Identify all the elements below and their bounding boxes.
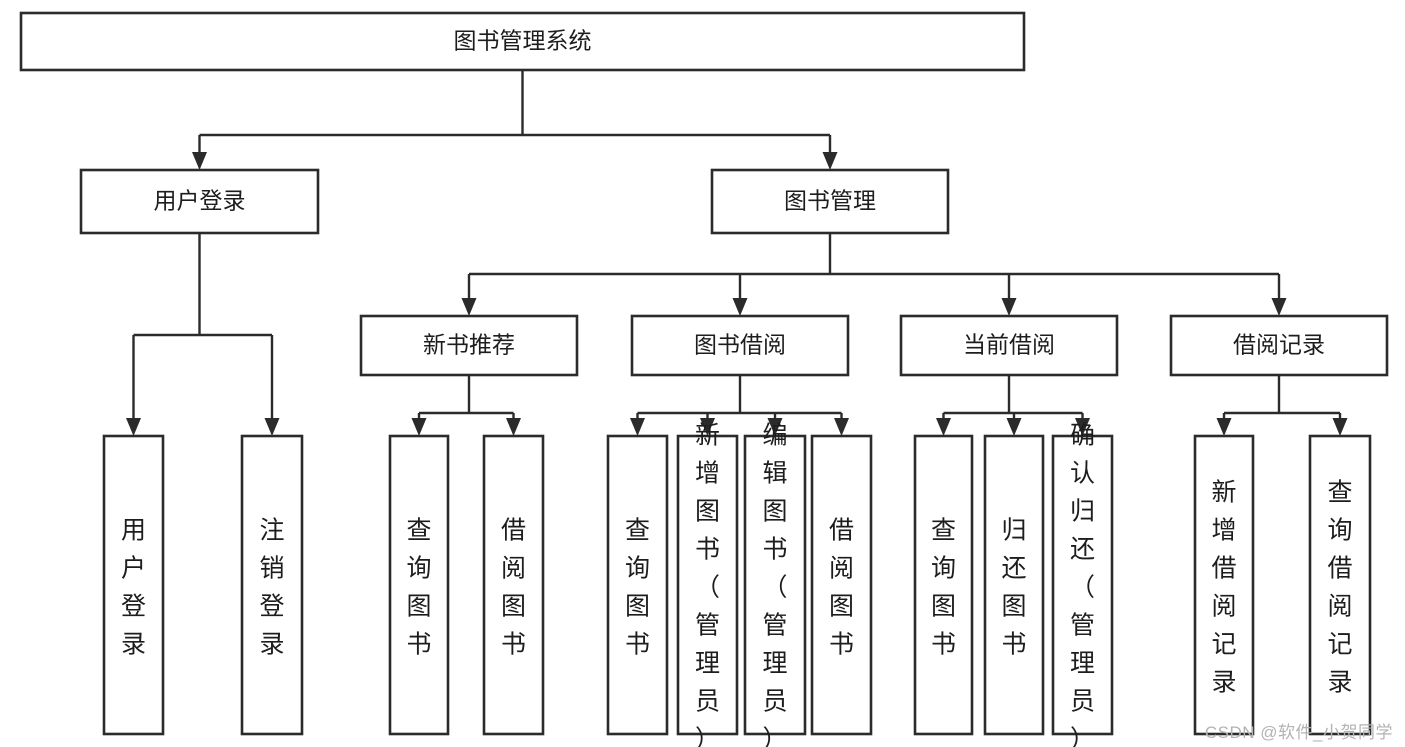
arrowhead bbox=[1075, 418, 1090, 436]
node-borrow-record[interactable]: 借阅记录 bbox=[1169, 314, 1389, 377]
arrowhead bbox=[1216, 418, 1232, 436]
node-label: 图书管理 bbox=[784, 188, 876, 214]
node-new-book-rec[interactable]: 新书推荐 bbox=[359, 314, 579, 377]
arrowhead bbox=[264, 418, 280, 436]
node-leaf-query-book-3[interactable]: 查询图书 bbox=[913, 434, 974, 736]
node-user-login[interactable]: 用户登录 bbox=[79, 168, 320, 235]
node-leaf-query-book-2[interactable]: 查询图书 bbox=[606, 434, 669, 736]
node-label: 当前借阅 bbox=[963, 332, 1055, 358]
node-root[interactable]: 图书管理系统 bbox=[19, 11, 1026, 72]
node-layer: 图书管理系统用户登录图书管理新书推荐图书借阅当前借阅借阅记录用户登录注销登录查询… bbox=[19, 11, 1389, 747]
arrowhead bbox=[461, 298, 477, 316]
arrowhead bbox=[936, 418, 951, 436]
arrowhead bbox=[630, 418, 645, 436]
arrowhead bbox=[126, 418, 141, 436]
arrowhead bbox=[1332, 418, 1348, 436]
arrowhead bbox=[834, 418, 849, 436]
node-leaf-add-book[interactable]: 新增图书（管理员） bbox=[676, 422, 739, 747]
node-label: 查询图书 bbox=[625, 517, 650, 659]
node-current-borrow[interactable]: 当前借阅 bbox=[899, 314, 1119, 377]
node-label: 图书借阅 bbox=[694, 332, 786, 358]
node-book-manage[interactable]: 图书管理 bbox=[710, 168, 950, 235]
arrowhead bbox=[1006, 418, 1022, 436]
arrowhead bbox=[767, 418, 783, 436]
node-label: 新书推荐 bbox=[423, 332, 515, 358]
node-label: 查询借阅记录 bbox=[1327, 479, 1352, 697]
arrowhead bbox=[1001, 298, 1017, 316]
arrowhead bbox=[1271, 298, 1287, 316]
node-leaf-confirm-return[interactable]: 确认归还（管理员） bbox=[1051, 422, 1114, 747]
arrowhead bbox=[732, 298, 748, 316]
arrowhead bbox=[822, 152, 838, 170]
node-label: 查询图书 bbox=[931, 517, 956, 659]
node-leaf-add-record[interactable]: 新增借阅记录 bbox=[1193, 434, 1255, 736]
connector-layer bbox=[126, 70, 1348, 436]
node-leaf-borrow-book-1[interactable]: 借阅图书 bbox=[482, 434, 545, 736]
node-leaf-user-login[interactable]: 用户登录 bbox=[102, 434, 165, 736]
node-label: 图书管理系统 bbox=[454, 28, 592, 54]
node-book-borrow[interactable]: 图书借阅 bbox=[630, 314, 850, 377]
node-leaf-query-record[interactable]: 查询借阅记录 bbox=[1308, 434, 1372, 736]
node-label: 用户登录 bbox=[121, 517, 146, 659]
node-label: 新增图书（管理员） bbox=[695, 422, 720, 747]
watermark-text: CSDN @软件_小贺同学 bbox=[1204, 723, 1393, 742]
node-label: 查询图书 bbox=[406, 517, 431, 659]
arrowhead bbox=[700, 418, 715, 436]
node-label: 用户登录 bbox=[154, 188, 246, 214]
node-label: 编辑图书（管理员） bbox=[762, 422, 787, 747]
node-leaf-return-book[interactable]: 归还图书 bbox=[983, 434, 1045, 736]
node-label: 确认归还（管理员） bbox=[1070, 422, 1095, 747]
node-label: 借阅图书 bbox=[501, 517, 526, 659]
node-leaf-logout[interactable]: 注销登录 bbox=[240, 434, 304, 736]
arrowhead bbox=[192, 152, 207, 170]
node-label: 归还图书 bbox=[1001, 517, 1026, 659]
arrowhead bbox=[506, 418, 521, 436]
node-label: 借阅图书 bbox=[829, 517, 854, 659]
node-label: 借阅记录 bbox=[1233, 332, 1325, 358]
node-leaf-query-book-1[interactable]: 查询图书 bbox=[388, 434, 450, 736]
node-leaf-edit-book[interactable]: 编辑图书（管理员） bbox=[743, 422, 807, 747]
node-label: 新增借阅记录 bbox=[1211, 479, 1236, 697]
arrowhead bbox=[411, 418, 427, 436]
node-leaf-borrow-book-2[interactable]: 借阅图书 bbox=[810, 434, 873, 736]
node-label: 注销登录 bbox=[259, 517, 284, 659]
